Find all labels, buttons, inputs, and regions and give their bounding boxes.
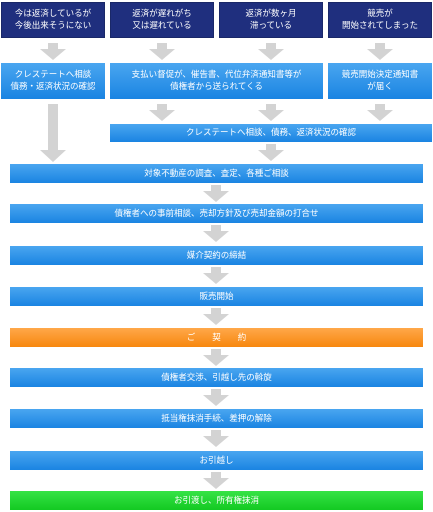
situation-box-2: 返済が遅れがち 又は遅れている (110, 2, 214, 38)
step-mortgage-cancel-label: 抵当権抹消手続、差押の解除 (161, 413, 272, 424)
consult-label: クレステートへ相談 債務・返済状況の確認 (10, 70, 96, 92)
step-creditor-consult-label: 債権者への事前相談、売却方針及び売却金額の打合せ (114, 208, 319, 219)
arrow-down-icon (149, 43, 175, 60)
arrow-down-icon (203, 430, 229, 447)
notice-label: 支払い督促が、催告書、代位弁済通知書等が 債権者から送られてくる (131, 70, 302, 92)
step-survey-label: 対象不動産の調査、査定、各種ご相談 (144, 168, 289, 179)
arrow-down-icon (203, 267, 229, 284)
arrow-down-icon (40, 43, 66, 60)
step-mortgage-cancel: 抵当権抹消手続、差押の解除 (10, 409, 423, 428)
step-contract: ご 契 約 (10, 328, 423, 347)
arrow-down-icon (258, 104, 284, 121)
situation-label-2: 返済が遅れがち 又は遅れている (132, 9, 192, 31)
step-sales-start-label: 販売開始 (199, 291, 234, 302)
step-negotiation-label: 債権者交渉、引越し先の斡旋 (161, 372, 272, 383)
consult-box: クレステートへ相談 債務・返済状況の確認 (1, 63, 105, 99)
arrow-down-icon (367, 104, 393, 121)
step-sales-start: 販売開始 (10, 287, 423, 306)
step-consult: クレステートへ相談、債務、返済状況の確認 (110, 124, 432, 142)
auction-notice-label: 競売開始決定通知書 が届く (341, 70, 419, 92)
arrow-down-icon (203, 308, 229, 325)
arrow-down-icon (203, 389, 229, 406)
step-survey: 対象不動産の調査、査定、各種ご相談 (10, 164, 423, 183)
arrow-down-icon (367, 43, 393, 60)
arrow-down-icon (203, 472, 229, 489)
situation-label-1: 今は返済しているが 今後出来そうにない (14, 9, 92, 31)
auction-notice-box: 競売開始決定通知書 が届く (328, 63, 432, 99)
arrow-down-icon (258, 144, 284, 161)
step-consult-label: クレステートへ相談、債務、返済状況の確認 (185, 128, 356, 138)
step-negotiation: 債権者交渉、引越し先の斡旋 (10, 368, 423, 387)
situation-box-3: 返済が数ヶ月 滞っている (219, 2, 323, 38)
arrow-down-icon (203, 349, 229, 366)
arrow-down-icon (149, 104, 175, 121)
arrow-down-icon (203, 225, 229, 242)
situation-box-1: 今は返済しているが 今後出来そうにない (1, 2, 105, 38)
situation-label-4: 競売が 開始されてしまった (342, 9, 418, 31)
arrow-down-icon (258, 43, 284, 60)
notice-box: 支払い督促が、催告書、代位弁済通知書等が 債権者から送られてくる (110, 63, 323, 99)
situation-label-3: 返済が数ヶ月 滞っている (245, 9, 297, 31)
step-handover: お引渡し、所有権抹消 (10, 491, 423, 510)
step-brokerage-contract-label: 媒介契約の締結 (186, 250, 247, 261)
step-handover-label: お引渡し、所有権抹消 (173, 495, 259, 506)
arrow-down-icon (203, 185, 229, 202)
step-brokerage-contract: 媒介契約の締結 (10, 246, 423, 265)
step-contract-label: ご 契 約 (186, 332, 247, 343)
situation-box-4: 競売が 開始されてしまった (328, 2, 432, 38)
step-creditor-consult: 債権者への事前相談、売却方針及び売却金額の打合せ (10, 204, 423, 223)
long-arrow-down-icon (40, 104, 66, 162)
step-moving: お引越し (10, 451, 423, 470)
step-moving-label: お引越し (199, 455, 234, 466)
